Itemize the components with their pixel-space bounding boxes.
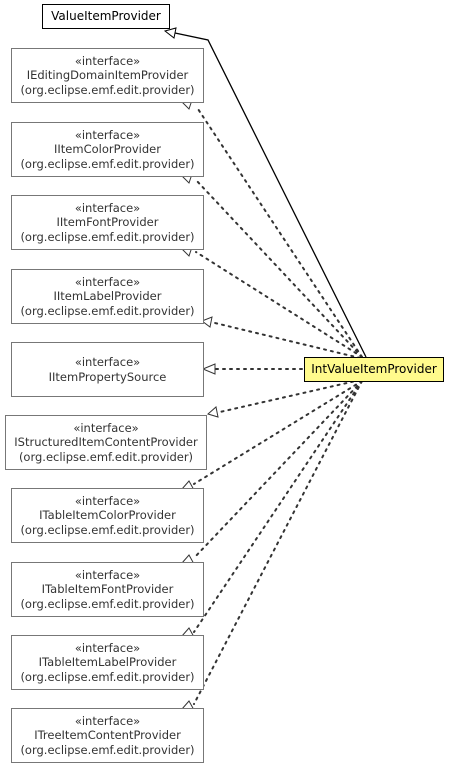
interface-name: ITreeItemContentProvider [34,728,181,743]
realization-edge-7 [193,380,363,485]
interface-box-itable-item-color-provider[interactable]: «interface» ITableItemColorProvider (org… [11,488,204,543]
realization-edge-4 [214,322,361,359]
package-name: (org.eclipse.emf.edit.provider) [20,82,195,97]
interface-name: ITableItemFontProvider [41,582,174,597]
package-name: (org.eclipse.emf.edit.provider) [20,156,195,171]
package-name: (org.eclipse.emf.edit.provider) [20,669,195,684]
package-name: (org.eclipse.emf.edit.provider) [18,449,194,464]
class-name: IntValueItemProvider [311,362,437,377]
realization-arrowhead-6 [206,406,219,418]
interface-name: IStructuredItemContentProvider [14,435,198,450]
stereotype-label: «interface» [74,493,141,508]
realization-arrowhead-5 [201,363,216,375]
realization-edge-6 [219,379,361,413]
inheritance-arrowhead [163,27,177,39]
realization-edge-1 [195,105,363,358]
interface-name: IItemFontProvider [56,215,159,230]
realization-edge-10 [193,380,363,705]
stereotype-label: «interface» [74,567,141,582]
package-name: (org.eclipse.emf.edit.provider) [20,596,195,611]
realization-arrowhead-4 [200,316,213,328]
interface-box-iitem-font-provider[interactable]: «interface» IItemFontProvider (org.eclip… [11,195,204,250]
interface-name: IItemColorProvider [54,142,161,157]
interface-box-itable-item-label-provider[interactable]: «interface» ITableItemLabelProvider (org… [11,635,204,690]
realization-edge-2 [195,179,363,358]
realization-edge-9 [193,380,363,633]
interface-box-itree-item-content-provider[interactable]: «interface» ITreeItemContentProvider (or… [11,708,204,763]
stereotype-label: «interface» [74,274,141,289]
package-name: (org.eclipse.emf.edit.provider) [20,229,195,244]
stereotype-label: «interface» [74,713,141,728]
package-name: (org.eclipse.emf.edit.provider) [20,303,195,318]
stereotype-label: «interface» [74,53,141,68]
package-name: (org.eclipse.emf.edit.provider) [20,742,195,757]
interface-name: ITableItemLabelProvider [38,655,177,670]
class-box-intvalueitemprovider[interactable]: IntValueItemProvider [304,357,444,382]
interface-name: IEditingDomainItemProvider [26,68,189,83]
interface-box-itable-item-font-provider[interactable]: «interface» ITableItemFontProvider (org.… [11,562,204,617]
interface-box-iitem-property-source[interactable]: «interface» IItemPropertySource [11,342,204,397]
interface-box-iitem-label-provider[interactable]: «interface» IItemLabelProvider (org.ecli… [11,269,204,324]
realization-edge-8 [193,380,363,559]
package-name: (org.eclipse.emf.edit.provider) [20,522,195,537]
interface-name: IItemPropertySource [48,369,167,384]
class-box-valueitemprovider[interactable]: ValueItemProvider [42,4,170,29]
stereotype-label: «interface» [74,640,141,655]
inheritance-edge [174,32,367,358]
interface-box-iitem-color-provider[interactable]: «interface» IItemColorProvider (org.ecli… [11,122,204,177]
realization-edge-3 [195,251,363,358]
stereotype-label: «interface» [73,420,139,435]
stereotype-label: «interface» [74,200,141,215]
interface-box-istructured-item-content-provider[interactable]: «interface» IStructuredItemContentProvid… [5,415,207,470]
interface-name: ITableItemColorProvider [39,508,176,523]
class-name: ValueItemProvider [51,9,161,24]
interface-box-iediting-domain-item-provider[interactable]: «interface» IEditingDomainItemProvider (… [11,48,204,103]
interface-name: IItemLabelProvider [53,289,162,304]
stereotype-label: «interface» [74,127,141,142]
stereotype-label: «interface» [74,355,141,369]
